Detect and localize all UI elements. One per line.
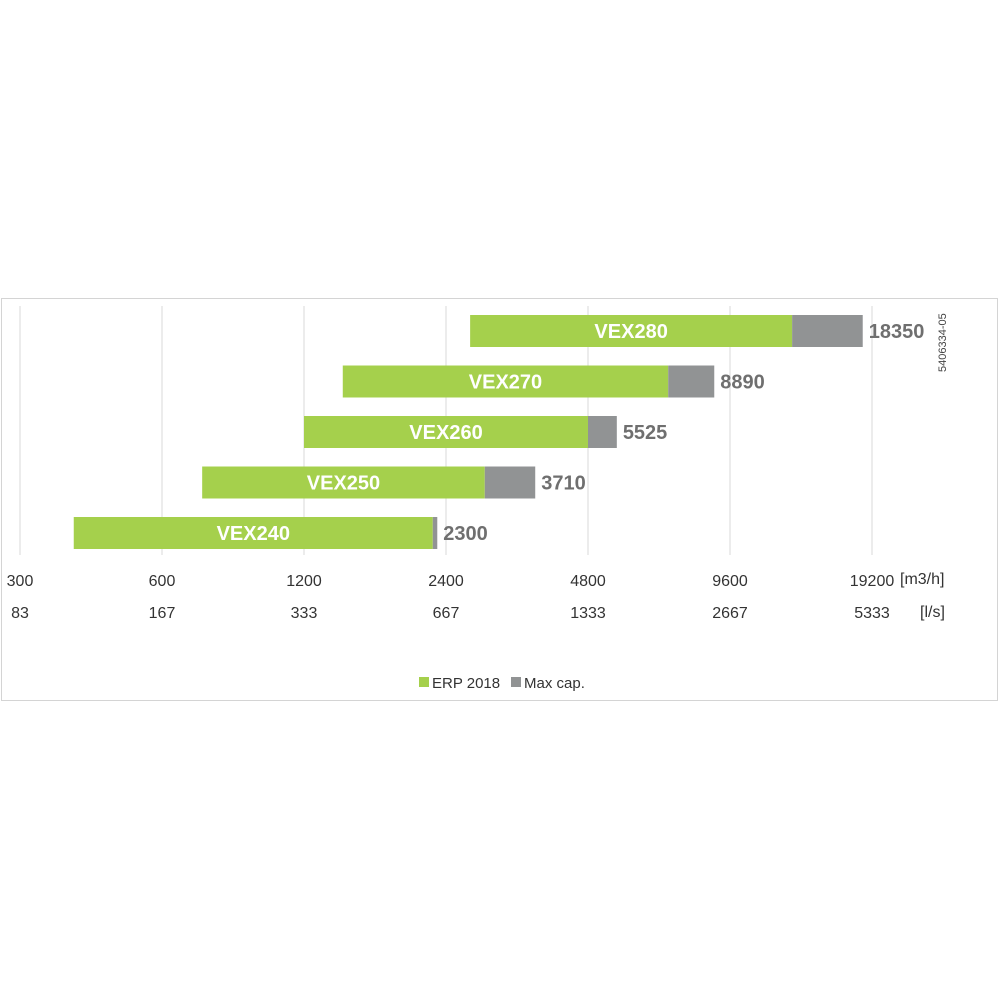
unit-label-m3h: [m3/h] — [900, 571, 944, 588]
bar-erp-segment — [304, 416, 588, 448]
bar-erp-segment — [202, 466, 485, 499]
x-axis: 300 83 600 167 1200 333 2400 667 4800 1333 9600 266… — [7, 573, 895, 622]
chart-frame — [1, 298, 998, 701]
bar-label: VEX240 — [217, 523, 290, 545]
legend: ERP 2018 Max cap. — [419, 675, 585, 692]
x-tick-label-ls: 333 — [291, 605, 318, 622]
bar-label: VEX260 — [409, 422, 482, 444]
unit-label-ls: [l/s] — [920, 604, 945, 621]
bar-max-segment — [432, 517, 438, 549]
legend-label-erp: ERP 2018 — [432, 675, 500, 692]
bar-max-segment — [792, 315, 863, 347]
bar-label: VEX280 — [594, 321, 667, 343]
legend-swatch-erp — [419, 677, 429, 687]
bar-erp-segment — [73, 517, 433, 549]
bar-max-value-label: 3710 — [541, 473, 586, 495]
x-tick-label-ls: 5333 — [854, 605, 890, 622]
x-tick-label-m3h: 9600 — [712, 573, 748, 590]
x-tick-label-m3h: 600 — [149, 573, 176, 590]
document-id: 5406334-05 — [937, 313, 949, 372]
x-tick-label-m3h: 1200 — [286, 573, 322, 590]
bar-max-value-label: 18350 — [869, 321, 925, 343]
bar-label: VEX250 — [307, 473, 380, 495]
x-tick-label-m3h: 2400 — [428, 573, 464, 590]
bar-max-value-label: 8890 — [720, 372, 765, 394]
bar-max-segment — [588, 416, 617, 448]
bar-erp-segment — [470, 315, 793, 347]
bar-max-value-label: 5525 — [623, 422, 668, 444]
bar-max-segment — [668, 365, 715, 398]
bar-label: VEX270 — [469, 372, 542, 394]
x-tick-label-ls: 167 — [149, 605, 176, 622]
legend-swatch-max — [511, 677, 521, 687]
x-tick-label-ls: 2667 — [712, 605, 748, 622]
gridlines — [19, 306, 873, 555]
x-tick-label-ls: 1333 — [570, 605, 606, 622]
x-tick-label-ls: 83 — [11, 605, 29, 622]
x-tick-label-m3h: 300 — [7, 573, 34, 590]
bar-max-segment — [484, 466, 536, 499]
x-tick-label-m3h: 4800 — [570, 573, 606, 590]
x-tick-label-ls: 667 — [433, 605, 460, 622]
bar-max-value-label: 2300 — [443, 523, 488, 545]
legend-label-max: Max cap. — [524, 675, 585, 692]
x-tick-label-m3h: 19200 — [850, 573, 895, 590]
bar-erp-segment — [342, 365, 669, 398]
